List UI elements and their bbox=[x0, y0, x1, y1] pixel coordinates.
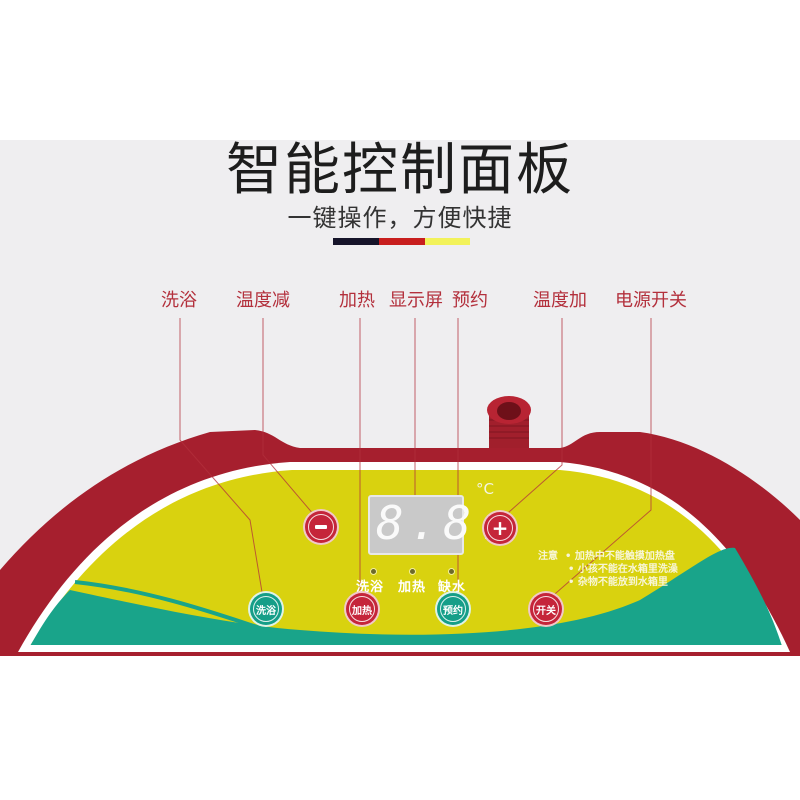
callout-leader-lines bbox=[179, 318, 652, 601]
callout-label-temp-up: 温度加 bbox=[533, 290, 587, 311]
product-image: 智能控制面板 一键操作，方便快捷 洗浴 温度减 加热 显示屏 预约 温度加 电源… bbox=[0, 140, 800, 656]
callout-label-power: 电源开关 bbox=[615, 290, 687, 311]
heat-button[interactable]: 加热 bbox=[346, 593, 378, 625]
accent-bar-yellow bbox=[425, 238, 470, 245]
note-item: 杂物不能放到水箱里 bbox=[577, 577, 668, 588]
note-item: 加热中不能触摸加热盘 bbox=[574, 551, 675, 562]
indicator-led-water bbox=[448, 568, 455, 575]
control-panel-drawing bbox=[0, 318, 800, 656]
indicator-led-bath bbox=[370, 568, 377, 575]
led-readout: 8.8. bbox=[376, 496, 511, 550]
indicator-label-heat: 加热 bbox=[398, 580, 427, 595]
led-display: 8.8. bbox=[368, 495, 505, 555]
temp-up-button[interactable]: + bbox=[484, 512, 516, 544]
indicator-led-heat bbox=[409, 568, 416, 575]
callout-label-bath: 洗浴 bbox=[161, 290, 197, 311]
water-inlet-pipe-icon bbox=[487, 396, 531, 448]
page-title: 智能控制面板 bbox=[226, 140, 574, 203]
temp-down-button[interactable] bbox=[305, 511, 337, 543]
page-subtitle: 一键操作，方便快捷 bbox=[287, 204, 513, 232]
callout-label-display: 显示屏 bbox=[389, 290, 443, 311]
indicator-label-bath: 洗浴 bbox=[356, 580, 385, 595]
note-item: 小孩不能在水箱里洗澡 bbox=[577, 564, 678, 575]
notes-heading: 注意 bbox=[538, 551, 558, 562]
celsius-unit: °C bbox=[476, 480, 494, 498]
safety-notes: 注意 • 加热中不能触摸加热盘 • 小孩不能在水箱里洗澡 • 杂物不能放到水箱里 bbox=[538, 551, 678, 588]
callout-label-temp-down: 温度减 bbox=[236, 290, 290, 311]
panel-face-teal bbox=[30, 547, 782, 646]
schedule-button[interactable]: 预约 bbox=[437, 593, 469, 625]
accent-bar-dark bbox=[333, 238, 379, 245]
indicator-label-water: 缺水 bbox=[438, 580, 467, 595]
bath-button[interactable]: 洗浴 bbox=[250, 593, 282, 625]
panel-face-yellow bbox=[30, 470, 782, 646]
callout-label-heat: 加热 bbox=[339, 290, 375, 311]
power-button[interactable]: 开关 bbox=[530, 593, 562, 625]
accent-bar-red bbox=[379, 238, 425, 245]
callout-label-schedule: 预约 bbox=[452, 290, 488, 311]
